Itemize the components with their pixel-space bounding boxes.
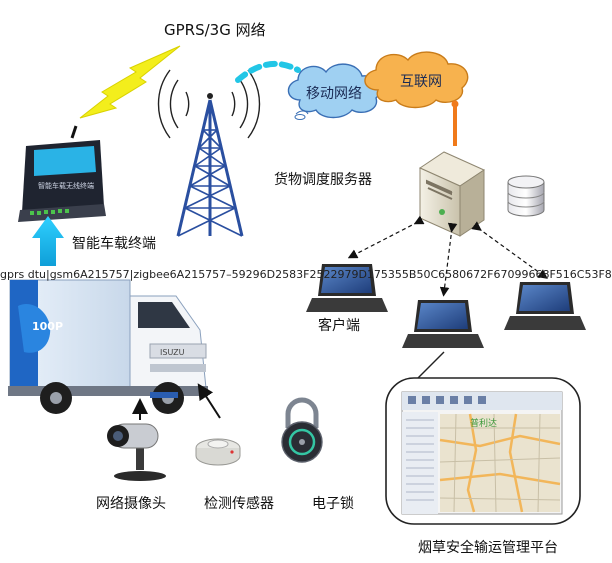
laptop-icon-right <box>504 282 586 330</box>
truck-brand: ISUZU <box>160 348 185 357</box>
network-camera-icon <box>107 423 166 481</box>
signal-link <box>235 61 301 83</box>
client-label: 客户端 <box>318 318 360 334</box>
lightning-bolt-icon <box>79 45 181 119</box>
laptop-icon-center <box>402 300 484 348</box>
platform-link <box>417 351 445 379</box>
peripheral-links <box>132 383 221 420</box>
upload-arrow-icon <box>32 216 64 266</box>
server-client-links <box>347 215 548 297</box>
lock-label: 电子锁 <box>312 496 354 512</box>
terminal-label: 智能车载终端 <box>72 236 156 252</box>
vehicle-terminal-icon: 智能车载无线终端 <box>18 125 106 222</box>
network-label: GPRS/3G 网络 <box>164 21 266 39</box>
server-icon <box>418 151 486 237</box>
watermark-text: gprs dtu|gsm6A215757|zigbee6A215757–5929… <box>0 268 612 281</box>
truck-logo: 100P <box>32 320 63 333</box>
platform-callout: 普利达 <box>385 377 581 525</box>
internet-server-link <box>451 100 459 146</box>
camera-label: 网络摄像头 <box>96 496 166 512</box>
database-icon <box>507 175 545 217</box>
platform-label: 烟草安全输运管理平台 <box>418 540 558 556</box>
sensor-label: 检测传感器 <box>204 496 274 512</box>
mobile-network-label: 移动网络 <box>306 86 362 102</box>
device-screen-title: 智能车载无线终端 <box>38 181 94 190</box>
electronic-lock-icon <box>281 397 323 463</box>
detection-sensor-icon <box>195 438 241 466</box>
server-label: 货物调度服务器 <box>274 172 372 188</box>
internet-label: 互联网 <box>400 74 442 90</box>
internet-cloud-icon <box>364 51 469 109</box>
truck-icon: 100P ISUZU <box>8 279 208 414</box>
laptop-icon-client <box>306 264 388 312</box>
radio-tower-icon <box>157 69 261 237</box>
platform-screen-brand: 普利达 <box>470 417 497 429</box>
